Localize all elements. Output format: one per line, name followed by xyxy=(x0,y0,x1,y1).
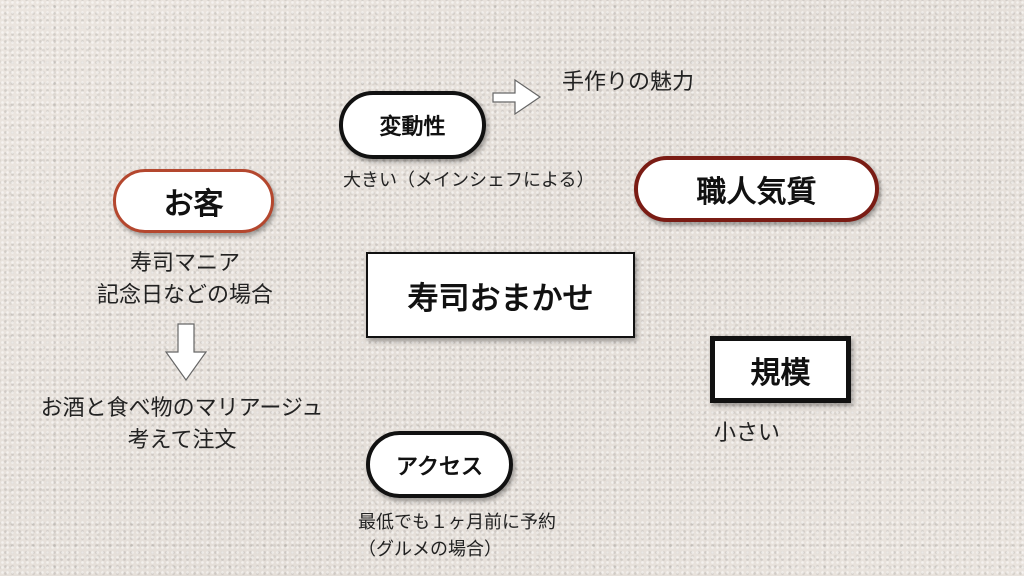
center-node: 寿司おまかせ xyxy=(366,252,635,338)
access-note-line2: （グルメの場合） xyxy=(358,539,502,560)
pairing-note: お酒と食べ物のマリアージュ 考えて注文 xyxy=(12,393,352,457)
access-node: アクセス xyxy=(366,431,513,498)
craftsman-node: 職人気質 xyxy=(634,156,879,222)
customer-node: お客 xyxy=(113,169,274,233)
pairing-note-line1: お酒と食べ物のマリアージュ xyxy=(40,396,324,421)
scale-note: 小さい xyxy=(714,421,781,446)
access-note-line1: 最低でも１ヶ月前に予約 xyxy=(358,512,556,533)
customer-note: 寿司マニア 記念日などの場合 xyxy=(40,248,330,312)
scale-node: 規模 xyxy=(710,336,851,403)
handmade-charm-label: 手作りの魅力 xyxy=(562,70,695,95)
customer-note-line2: 記念日などの場合 xyxy=(96,282,273,308)
customer-note-line1: 寿司マニア xyxy=(129,251,240,276)
variability-node: 変動性 xyxy=(339,91,486,159)
pairing-note-line2: 考えて注文 xyxy=(127,427,237,453)
access-note: 最低でも１ヶ月前に予約 （グルメの場合） xyxy=(358,509,556,563)
right-arrow-icon xyxy=(492,78,542,116)
variability-note: 大きい（メインシェフによる） xyxy=(343,170,595,191)
down-arrow-icon xyxy=(164,323,208,382)
